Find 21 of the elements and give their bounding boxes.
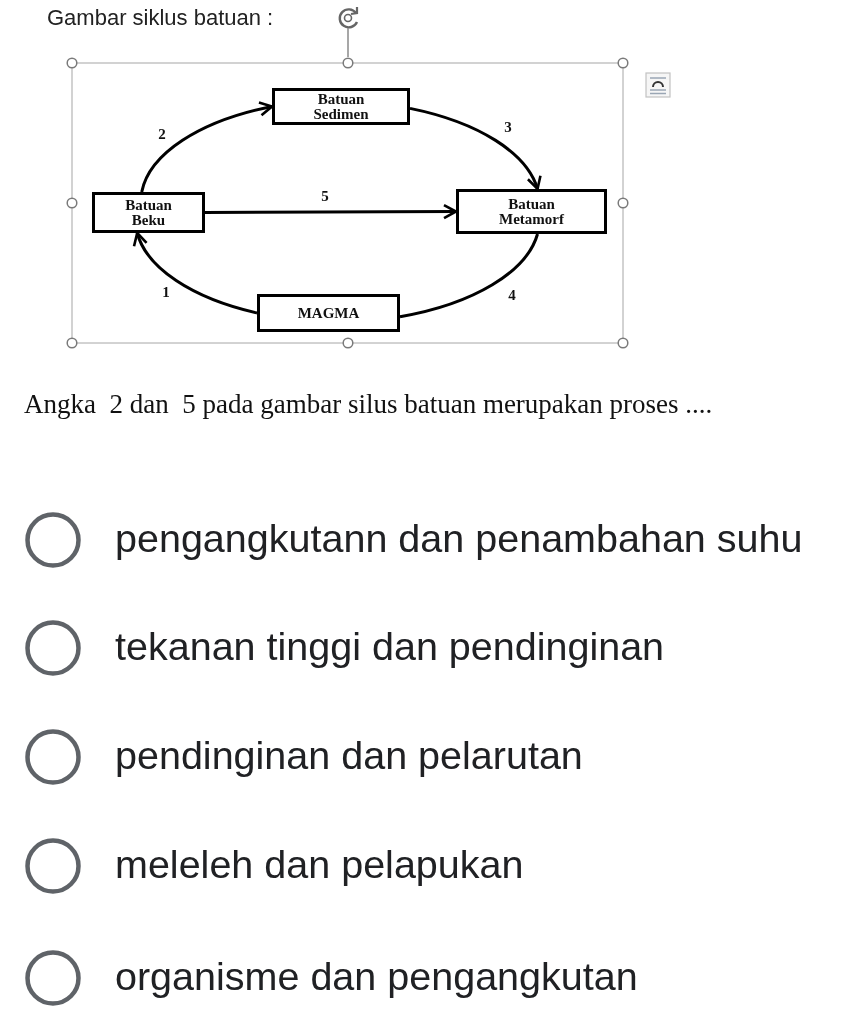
node-box: Batuan Beku (92, 192, 205, 233)
answer-option: pendinginan dan pelarutan (115, 732, 583, 780)
arrow (409, 106, 541, 191)
edge-label: 2 (158, 125, 166, 143)
edge-label: 4 (508, 286, 516, 304)
edge-label: 3 (504, 118, 512, 136)
arrow (134, 231, 258, 315)
arrow (140, 101, 274, 193)
answer-option: pengangkutann dan penambahan suhu (115, 515, 803, 563)
heading: Gambar siklus batuan : (47, 5, 274, 32)
node-box: Batuan Metamorf (456, 189, 607, 234)
arrow (205, 203, 458, 220)
answer-option: meleleh dan pelapukan (115, 841, 524, 889)
connector-line (399, 233, 539, 319)
edge-label: 5 (321, 187, 329, 205)
node-box: Batuan Sedimen (272, 88, 410, 125)
node-box: MAGMA (257, 294, 400, 332)
answer-option: tekanan tinggi dan pendinginan (115, 623, 665, 671)
answer-option: organisme dan pengangkutan (115, 953, 638, 1001)
question-text: Angka 2 dan 5 pada gambar silus batuan merupakan proses .... (24, 388, 713, 421)
edge-label: 1 (162, 283, 170, 301)
